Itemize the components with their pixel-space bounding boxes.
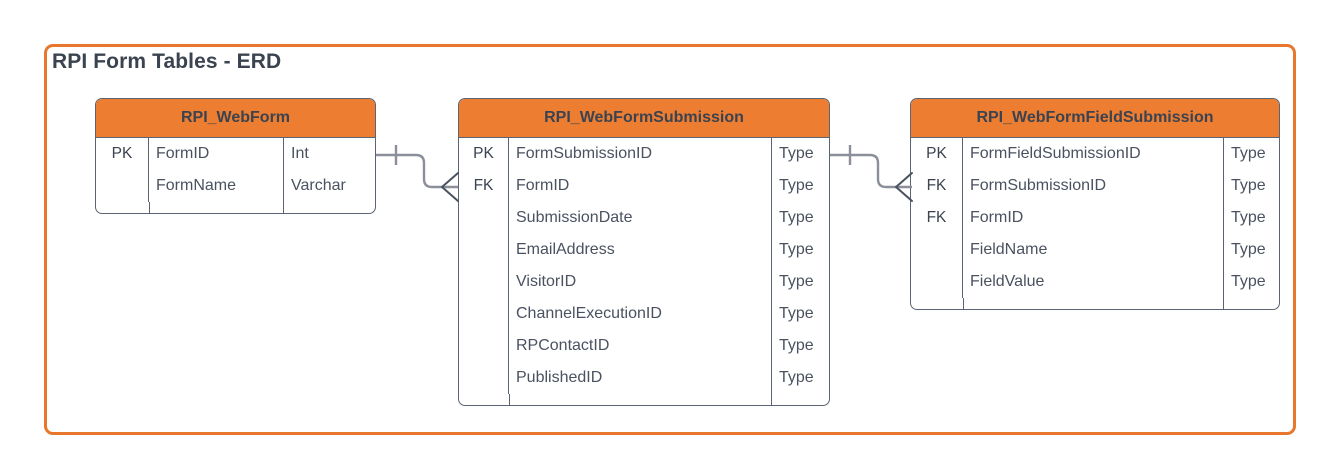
entity-title-rpi-webformfieldsubmission: RPI_WebFormFieldSubmission xyxy=(911,99,1279,138)
attribute-row: RPContactID Type xyxy=(459,330,829,362)
attribute-spacer xyxy=(911,298,1279,309)
attribute-row: VisitorID Type xyxy=(459,266,829,298)
attribute-type: Type xyxy=(779,241,814,258)
attribute-type: Type xyxy=(779,177,814,194)
attribute-name: RPContactID xyxy=(509,330,772,362)
attribute-row: PublishedID Type xyxy=(459,362,829,394)
attribute-key xyxy=(459,202,509,234)
attribute-row: PK FormSubmissionID Type xyxy=(459,138,829,170)
attribute-row: ChannelExecutionID Type xyxy=(459,298,829,330)
attribute-type: Type xyxy=(779,273,814,290)
attribute-spacer xyxy=(459,394,829,405)
attribute-key: FK xyxy=(459,170,509,202)
attribute-key: PK xyxy=(911,138,963,170)
attribute-type: Type xyxy=(779,145,814,162)
attribute-key: FK xyxy=(911,202,963,234)
attribute-name: FormFieldSubmissionID xyxy=(963,138,1224,170)
attribute-row: FK FormSubmissionID Type xyxy=(911,170,1279,202)
attribute-name: FormSubmissionID xyxy=(509,138,772,170)
attribute-key xyxy=(459,362,509,394)
attribute-name: ChannelExecutionID xyxy=(509,298,772,330)
attribute-type: Type xyxy=(779,337,814,354)
attribute-key: PK xyxy=(96,138,149,170)
attribute-name: FormName xyxy=(149,170,284,202)
entity-title-rpi-webformsubmission: RPI_WebFormSubmission xyxy=(459,99,829,138)
attribute-key xyxy=(459,266,509,298)
attribute-type: Type xyxy=(1231,273,1266,290)
entity-rpi-webformsubmission[interactable]: RPI_WebFormSubmission PK FormSubmissionI… xyxy=(458,98,830,406)
entity-body-rpi-webformfieldsubmission: PK FormFieldSubmissionID Type FK FormSub… xyxy=(911,138,1279,309)
spacer-key xyxy=(459,394,510,405)
attribute-type: Type xyxy=(1231,145,1266,162)
attribute-type: Type xyxy=(779,305,814,322)
spacer-name xyxy=(510,394,772,405)
entity-body-rpi-webform: PK FormID Int FormName Varchar xyxy=(96,138,375,213)
attribute-key xyxy=(459,330,509,362)
spacer-type xyxy=(1224,298,1279,309)
attribute-name: FormSubmissionID xyxy=(963,170,1224,202)
attribute-spacer xyxy=(96,202,375,213)
entity-body-rpi-webformsubmission: PK FormSubmissionID Type FK FormID Type … xyxy=(459,138,829,405)
attribute-name: FieldName xyxy=(963,234,1224,266)
attribute-row: SubmissionDate Type xyxy=(459,202,829,234)
attribute-row: FK FormID Type xyxy=(459,170,829,202)
attribute-key xyxy=(459,234,509,266)
attribute-type: Varchar xyxy=(291,177,346,194)
attribute-row: EmailAddress Type xyxy=(459,234,829,266)
attribute-key xyxy=(459,298,509,330)
attribute-key xyxy=(911,234,963,266)
entity-rpi-webformfieldsubmission[interactable]: RPI_WebFormFieldSubmission PK FormFieldS… xyxy=(910,98,1280,310)
spacer-type xyxy=(284,202,375,213)
attribute-row: FieldValue Type xyxy=(911,266,1279,298)
attribute-name: FormID xyxy=(149,138,284,170)
entity-title-rpi-webform: RPI_WebForm xyxy=(96,99,375,138)
attribute-type: Type xyxy=(779,369,814,386)
attribute-type: Type xyxy=(1231,177,1266,194)
spacer-key xyxy=(96,202,150,213)
attribute-key xyxy=(96,170,149,202)
attribute-key xyxy=(911,266,963,298)
spacer-type xyxy=(772,394,829,405)
attribute-name: FormID xyxy=(963,202,1224,234)
spacer-key xyxy=(911,298,964,309)
attribute-name: FieldValue xyxy=(963,266,1224,298)
attribute-type: Type xyxy=(1231,241,1266,258)
attribute-row: PK FormFieldSubmissionID Type xyxy=(911,138,1279,170)
attribute-name: VisitorID xyxy=(509,266,772,298)
attribute-key: FK xyxy=(911,170,963,202)
attribute-row: FormName Varchar xyxy=(96,170,375,202)
attribute-row: FK FormID Type xyxy=(911,202,1279,234)
attribute-key: PK xyxy=(459,138,509,170)
attribute-type: Int xyxy=(291,145,309,162)
attribute-row: PK FormID Int xyxy=(96,138,375,170)
attribute-name: SubmissionDate xyxy=(509,202,772,234)
attribute-name: FormID xyxy=(509,170,772,202)
attribute-name: PublishedID xyxy=(509,362,772,394)
attribute-name: EmailAddress xyxy=(509,234,772,266)
spacer-name xyxy=(964,298,1224,309)
attribute-row: FieldName Type xyxy=(911,234,1279,266)
spacer-name xyxy=(150,202,284,213)
diagram-title: RPI Form Tables - ERD xyxy=(52,50,282,73)
attribute-type: Type xyxy=(1231,209,1266,226)
attribute-type: Type xyxy=(779,209,814,226)
entity-rpi-webform[interactable]: RPI_WebForm PK FormID Int FormName Varch… xyxy=(95,98,376,214)
